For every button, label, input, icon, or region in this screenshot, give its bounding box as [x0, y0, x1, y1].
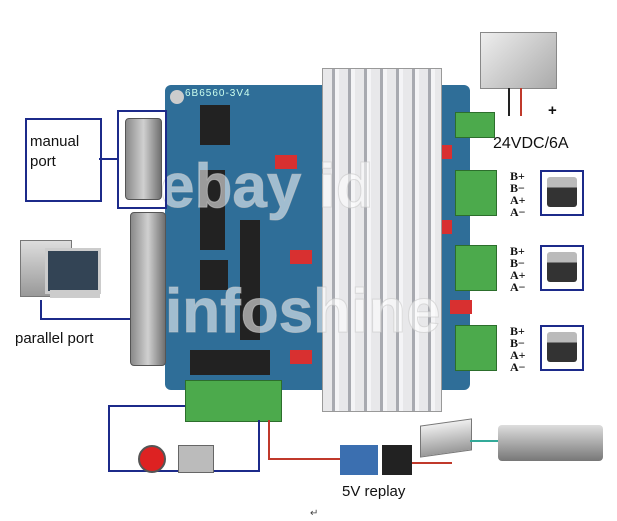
motor-terminal [455, 325, 497, 371]
spindle-motor-icon [498, 425, 603, 461]
connector-line [99, 158, 117, 160]
power-wire [508, 88, 510, 116]
pin-a-plus: A+ [510, 193, 526, 207]
pin-a-plus: A+ [510, 348, 526, 362]
pin-a-minus: A− [510, 205, 526, 219]
parallel-port-label: parallel port [15, 330, 94, 347]
stepper-motor-icon [547, 332, 577, 362]
watermark-line-2: infoshine [165, 277, 442, 346]
chip [200, 260, 228, 290]
relay-board-icon [340, 445, 378, 475]
dip-switch [450, 300, 472, 314]
emergency-stop-icon [138, 445, 166, 473]
io-terminal [185, 380, 282, 422]
db25-connector [130, 212, 166, 366]
return-mark: ↵ [310, 508, 319, 519]
plus-label: + [548, 102, 557, 119]
board-model: 6B6560-3V4 [185, 88, 251, 99]
monitor-icon [45, 248, 101, 294]
pin-labels: B+B−A+A− [510, 170, 526, 218]
pin-b-plus: B+ [510, 169, 525, 183]
db9-connector [125, 118, 162, 200]
dip-switch [290, 250, 312, 264]
watermark-line-1: ebay id [160, 152, 375, 221]
relay-icon [382, 445, 412, 475]
db9-outline [117, 110, 167, 209]
motor-box [540, 170, 584, 216]
chip [200, 170, 225, 250]
connector-line [108, 405, 185, 407]
connector-line [258, 420, 260, 472]
relay-wire [268, 420, 270, 460]
manual-port-box [25, 118, 102, 202]
connector-line [40, 318, 135, 320]
motor-box [540, 245, 584, 291]
motor-terminal [455, 170, 497, 216]
stepper-motor-icon [547, 252, 577, 282]
pin-labels: B+B−A+A− [510, 245, 526, 293]
keyboard-icon [50, 290, 100, 298]
spindle-driver-icon [420, 418, 472, 458]
relay-wire [412, 462, 452, 464]
pin-b-plus: B+ [510, 244, 525, 258]
pin-labels: B+B−A+A− [510, 325, 526, 373]
power-label: 24VDC/6A [493, 135, 569, 152]
power-wire [520, 88, 522, 116]
power-supply [480, 32, 557, 89]
pin-b-plus: B+ [510, 324, 525, 338]
power-terminal [455, 112, 495, 138]
chip [190, 350, 270, 375]
connector-line [108, 405, 110, 470]
stepper-motor-icon [547, 177, 577, 207]
chip [240, 220, 260, 340]
pin-a-minus: A− [510, 280, 526, 294]
chip [200, 105, 230, 145]
mount-hole [170, 90, 184, 104]
pin-a-plus: A+ [510, 268, 526, 282]
manual-port-label: manual port [30, 133, 80, 170]
heatsink [322, 68, 442, 412]
pin-b-minus: B− [510, 181, 525, 195]
connector-line [40, 300, 42, 320]
spindle-wire [470, 440, 498, 442]
pin-a-minus: A− [510, 360, 526, 374]
relay-wire [268, 458, 340, 460]
dip-switch [275, 155, 297, 169]
motor-terminal [455, 245, 497, 291]
motor-box [540, 325, 584, 371]
pin-b-minus: B− [510, 256, 525, 270]
dip-switch [290, 350, 312, 364]
pin-b-minus: B− [510, 336, 525, 350]
limit-switch-icon [178, 445, 214, 473]
relay-label: 5V replay [342, 483, 406, 500]
